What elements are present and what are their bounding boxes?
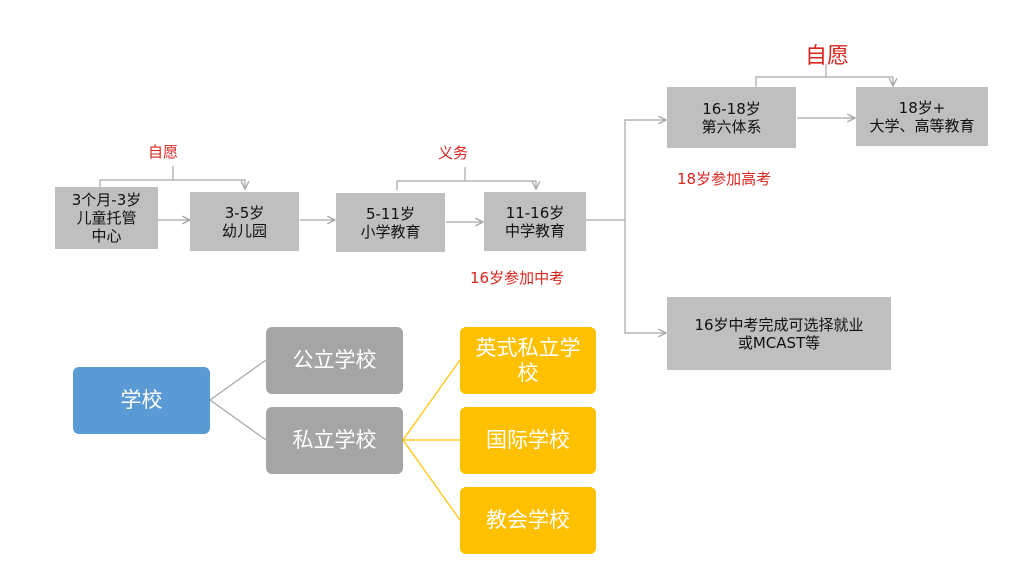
tree-leaf-international: 国际学校 [460,407,596,474]
note-voluntary-late: 自愿 [805,44,850,69]
tree-line-private [209,399,267,441]
tree-line-church [402,439,461,521]
box-kindergarten: 3-5岁 幼儿园 [190,192,299,251]
box-secondary: 11-16岁 中学教育 [484,192,586,251]
tree-line-english-private [402,359,461,441]
bracket-voluntary-late [755,76,893,87]
note-exam-18: 18岁参加高考 [677,170,772,188]
tree-node-public: 公立学校 [266,327,403,394]
branch-secondary [586,120,666,221]
note-compulsory: 义务 [438,144,469,162]
note-exam-16: 16岁参加中考 [470,269,565,287]
box-sixth-form: 16-18岁 第六体系 [667,87,796,148]
tree-root-school: 学校 [73,367,210,434]
tree-node-private: 私立学校 [266,407,403,474]
tree-leaf-english-private: 英式私立学校 [460,327,596,394]
box-primary: 5-11岁 小学教育 [336,193,445,252]
box-infant-care: 3个月-3岁 儿童托管 中心 [55,187,158,249]
branch-secondary-employment [624,220,666,333]
tree-leaf-church: 教会学校 [460,487,596,554]
box-higher-education: 18岁+ 大学、高等教育 [856,87,988,146]
box-employment: 16岁中考完成可选择就业 或MCAST等 [667,297,891,370]
bracket-compulsory [396,180,536,190]
note-voluntary-early: 自愿 [148,143,179,161]
tree-line-public [209,359,267,401]
